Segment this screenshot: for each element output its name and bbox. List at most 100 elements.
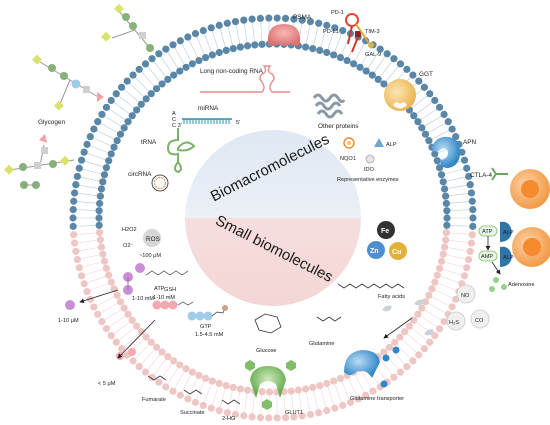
lipid-head xyxy=(410,112,418,120)
lipid-tail xyxy=(320,28,327,48)
lipid-head xyxy=(201,53,210,62)
lipid-tail xyxy=(305,391,311,412)
lipid-head xyxy=(164,75,172,84)
lipid-head xyxy=(435,103,444,111)
lipid-head xyxy=(96,199,104,208)
lipid-head xyxy=(243,42,252,50)
lipid-tail xyxy=(446,176,466,182)
lipid-tail xyxy=(100,303,119,314)
lipid-head xyxy=(142,95,150,103)
lipid-head xyxy=(431,331,439,340)
lipid-head xyxy=(148,373,156,381)
lipid-head xyxy=(97,243,106,251)
lipid-head xyxy=(362,391,370,399)
enzymes-label: Representative enzymes xyxy=(337,177,399,183)
lipid-head xyxy=(376,45,384,53)
lipid-head xyxy=(469,214,477,222)
lipid-tail xyxy=(449,201,470,204)
lipid-head xyxy=(287,387,295,395)
lipid-head xyxy=(73,255,81,264)
lipid-head xyxy=(448,125,456,133)
lipid-head xyxy=(339,26,347,35)
lipid-head xyxy=(467,189,476,197)
lipid-head xyxy=(458,148,466,156)
lipid-head xyxy=(444,118,452,126)
lipid-tail xyxy=(385,66,399,82)
lipid-head xyxy=(440,110,448,118)
lipid-tail xyxy=(313,26,319,46)
lipid-tail xyxy=(327,386,335,406)
lipid-head xyxy=(281,14,290,22)
lipid-tail xyxy=(416,101,433,115)
lipid-tail xyxy=(260,394,263,415)
lipid-tail xyxy=(78,184,99,189)
co-label: CO xyxy=(475,318,484,324)
lipid-head xyxy=(309,383,317,392)
lipid-head xyxy=(75,264,83,272)
lipid-tail xyxy=(84,160,104,168)
lipid-tail xyxy=(449,209,470,211)
lipid-tail xyxy=(334,33,342,53)
lipid-tail xyxy=(219,388,226,408)
mirna-icon: miRNA 5' A C C 3' xyxy=(172,105,240,129)
trna-icon: tRNA xyxy=(141,128,196,174)
lipid-head xyxy=(118,345,126,353)
gsh-conc-label: 1-10 mM xyxy=(132,296,154,302)
lipid-head xyxy=(107,150,115,158)
lipid-head xyxy=(425,291,433,299)
lipid-head xyxy=(265,14,273,22)
lipid-head xyxy=(433,157,441,165)
lipid-head xyxy=(442,228,450,237)
lipid-head xyxy=(443,207,451,215)
lipid-head xyxy=(240,412,248,420)
lipid-tail xyxy=(92,137,112,147)
lipid-head xyxy=(336,374,345,383)
lncrna-label: Long non-coding RNA xyxy=(200,68,264,75)
glut1-label: GLUT1 xyxy=(285,410,303,416)
lipid-tail xyxy=(80,254,100,260)
lipid-tail xyxy=(160,56,173,73)
lipid-head xyxy=(467,239,476,247)
lipid-head xyxy=(107,331,115,340)
ido-label: IDO xyxy=(364,167,375,173)
circrna-label: circRNA xyxy=(128,171,152,178)
lipid-tail xyxy=(167,367,179,385)
lipid-head xyxy=(86,295,94,303)
lipid-tail xyxy=(181,43,192,62)
lipid-tail xyxy=(305,24,311,45)
lipid-head xyxy=(391,338,399,346)
lipid-head xyxy=(113,291,121,299)
lipid-tail xyxy=(196,36,205,55)
lipid-tail xyxy=(243,23,248,43)
lipid-tail xyxy=(211,30,219,50)
lipid-head xyxy=(258,388,266,396)
lipid-head xyxy=(443,214,451,222)
lipid-head xyxy=(466,181,474,189)
lipid-head xyxy=(129,71,137,79)
lipid-head xyxy=(70,239,79,247)
gtp-label: GTP xyxy=(200,324,212,330)
lipid-head xyxy=(409,71,417,79)
lipid-head xyxy=(302,43,310,51)
lipid-head xyxy=(442,199,450,208)
alp-b-label: ALP xyxy=(503,255,514,261)
lipid-head xyxy=(428,285,436,293)
lipid-tail xyxy=(89,145,109,154)
lipid-head xyxy=(208,51,216,59)
lipid-tail xyxy=(396,344,412,359)
lipid-head xyxy=(440,318,448,326)
lipid-tail xyxy=(174,371,185,389)
lipid-tail xyxy=(188,39,198,58)
lipid-head xyxy=(452,133,460,141)
lipid-head xyxy=(315,19,323,27)
atp-conc-label: 1-10 mM xyxy=(153,295,175,301)
lipid-tail xyxy=(123,89,140,103)
lipid-head xyxy=(135,363,143,371)
lipid-head xyxy=(141,60,150,68)
ext-atp-label: ATP xyxy=(482,229,493,235)
lipid-head xyxy=(201,374,210,383)
alp-label: ALP xyxy=(386,142,397,148)
lipid-head xyxy=(231,410,240,419)
lipid-head xyxy=(133,106,141,114)
lipid-head xyxy=(188,60,196,68)
